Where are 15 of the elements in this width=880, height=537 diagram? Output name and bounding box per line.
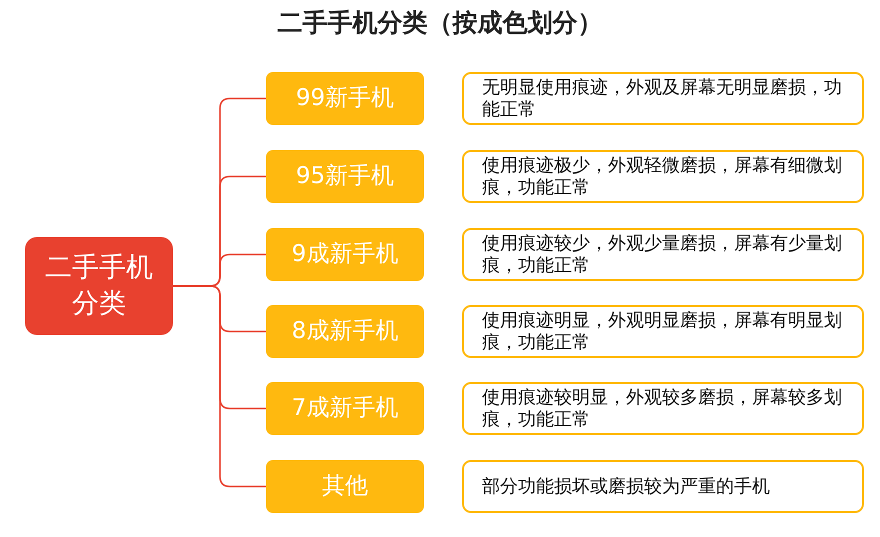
description-box: 使用痕迹较少，外观少量磨损，屏幕有少量划痕，功能正常 — [462, 228, 864, 281]
category-box: 其他 — [266, 460, 424, 513]
category-box: 99新手机 — [266, 72, 424, 125]
category-box: 8成新手机 — [266, 305, 424, 358]
connector-line — [173, 285, 266, 488]
description-box: 无明显使用痕迹，外观及屏幕无明显磨损，功能正常 — [462, 72, 864, 125]
category-box: 95新手机 — [266, 150, 424, 203]
description-box: 使用痕迹明显，外观明显磨损，屏幕有明显划痕，功能正常 — [462, 305, 864, 358]
root-box: 二手手机分类 — [25, 237, 173, 335]
description-box: 部分功能损坏或磨损较为严重的手机 — [462, 460, 864, 513]
description-box: 使用痕迹极少，外观轻微磨损，屏幕有细微划痕，功能正常 — [462, 150, 864, 203]
category-box: 7成新手机 — [266, 382, 424, 435]
description-box: 使用痕迹较明显，外观较多磨损，屏幕较多划痕，功能正常 — [462, 382, 864, 435]
category-box: 9成新手机 — [266, 228, 424, 281]
diagram-title: 二手手机分类（按成色划分） — [278, 8, 602, 37]
